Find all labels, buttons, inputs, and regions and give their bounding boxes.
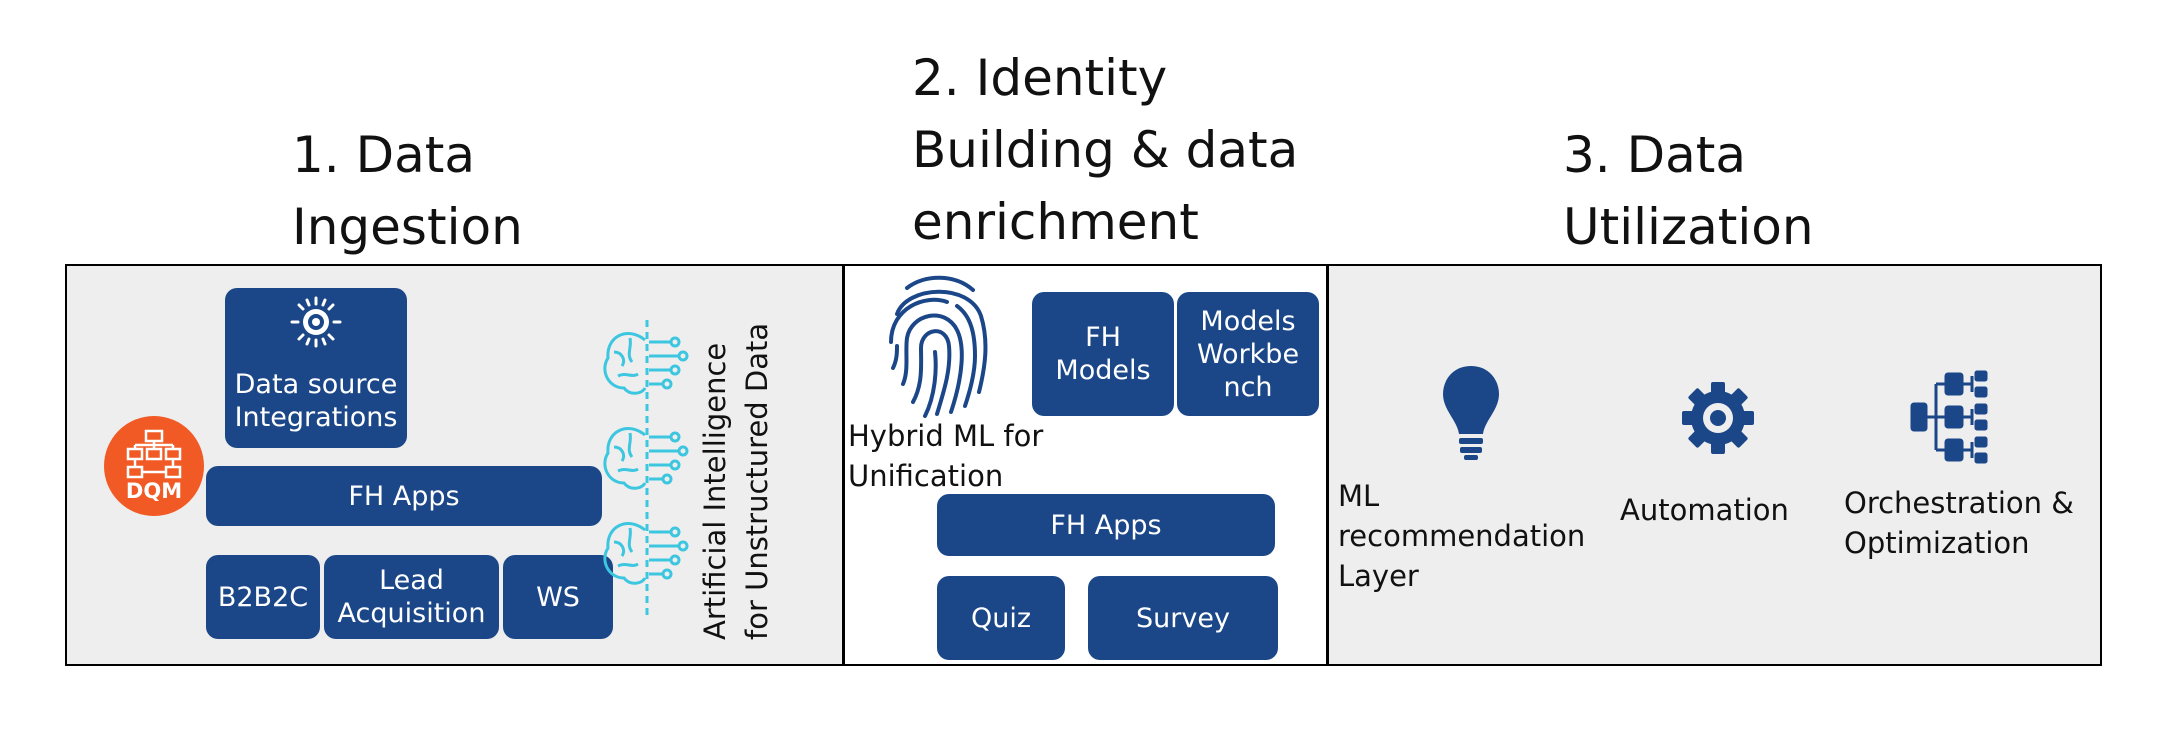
box-label-line: Integrations — [234, 402, 398, 433]
panel-data-utilization — [1327, 264, 2102, 666]
dqm-badge[interactable]: DQM — [104, 416, 204, 516]
heading-data-ingestion: 1. Data Ingestion — [292, 119, 592, 263]
hierarchy-icon — [1910, 370, 1988, 464]
label-line: Unification — [848, 459, 1004, 493]
box-label-line: Data source — [234, 369, 398, 400]
box-label: FH Apps — [1050, 509, 1162, 541]
models-workbench-box[interactable]: Models Workbe nch — [1177, 292, 1319, 416]
lightbulb-icon — [1443, 366, 1499, 460]
box-label: FH Apps — [348, 480, 460, 512]
label-line: Optimization — [1844, 526, 2030, 560]
label-line: recommendation — [1338, 519, 1586, 553]
box-label: WS — [536, 581, 580, 613]
lead-acquisition-box[interactable]: Lead Acquisition — [324, 555, 499, 639]
box-label-line: Acquisition — [337, 598, 486, 629]
heading-line: Ingestion — [292, 198, 523, 256]
box-label-line: Lead — [379, 565, 444, 596]
orchestration-label: Orchestration & Optimization — [1844, 483, 2094, 563]
box-label-line: FH — [1085, 322, 1121, 353]
rotated-line: Artificial Intelligence — [698, 342, 732, 640]
label-line: Hybrid ML for — [848, 419, 1044, 453]
heading-line: 1. Data — [292, 126, 475, 184]
heading-identity-building: 2. Identity Building & data enrichment — [912, 42, 1332, 258]
fh-apps-box-identity[interactable]: FH Apps — [937, 494, 1275, 556]
label-line: Orchestration & — [1844, 486, 2074, 520]
heading-line: 3. Data — [1563, 126, 1746, 184]
heading-line: Utilization — [1563, 198, 1814, 256]
ai-unstructured-data-label: Artificial Intelligence for Unstructured… — [694, 323, 778, 640]
heading-line: 2. Identity — [912, 49, 1168, 107]
gear-icon — [1682, 382, 1754, 454]
box-label-line: Models — [1200, 305, 1296, 337]
dqm-flowchart-icon — [126, 429, 182, 479]
fingerprint-icon — [889, 275, 988, 418]
box-label-line: nch — [1223, 371, 1273, 403]
label-line: Automation — [1620, 493, 1789, 527]
box-label: B2B2C — [217, 581, 309, 613]
survey-box[interactable]: Survey — [1088, 576, 1278, 660]
quiz-box[interactable]: Quiz — [937, 576, 1065, 660]
rotated-line: for Unstructured Data — [740, 322, 774, 640]
box-label-line: Models — [1055, 355, 1151, 386]
heading-line: Building & data — [912, 121, 1299, 179]
data-source-integrations-box[interactable]: Data source Integrations — [225, 288, 407, 448]
ws-box[interactable]: WS — [503, 555, 613, 639]
box-label-line: Workbe — [1196, 338, 1300, 370]
label-line: Layer — [1338, 559, 1419, 593]
heading-data-utilization: 3. Data Utilization — [1563, 119, 1863, 263]
heading-line: enrichment — [912, 193, 1199, 251]
label-line: ML — [1338, 479, 1380, 513]
automation-label: Automation — [1620, 490, 1820, 530]
hybrid-ml-label: Hybrid ML for Unification — [848, 416, 1068, 496]
fh-apps-box-ingestion[interactable]: FH Apps — [206, 466, 602, 526]
ml-recommendation-label: ML recommendation Layer — [1338, 476, 1608, 596]
dqm-label: DQM — [125, 479, 183, 503]
fh-models-box[interactable]: FH Models — [1032, 292, 1174, 416]
sensor-icon — [290, 296, 342, 348]
brain-circuit-icon — [603, 320, 689, 616]
box-label: Quiz — [970, 602, 1032, 634]
b2b2c-box[interactable]: B2B2C — [206, 555, 320, 639]
box-label: Survey — [1136, 602, 1230, 634]
